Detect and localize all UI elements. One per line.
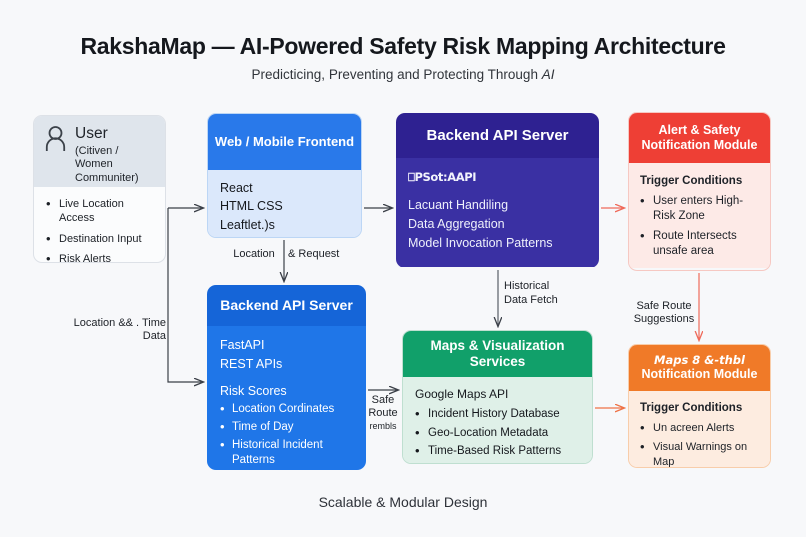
node-backend-api-top-glitch: ⎕PSot:AAPI [408, 170, 477, 184]
node-backend-api-top-title: Backend API Server [396, 113, 599, 158]
edge-label-location-time: Location && . Time [73, 317, 166, 329]
list-item: Time of Day [220, 419, 355, 436]
edge-label-location: Location [233, 248, 275, 260]
node-backend-api-top-line: Data Aggregation [408, 217, 505, 232]
node-alert-subhead: Trigger Conditions [640, 175, 743, 187]
list-item: Geo-Location Metadata [415, 425, 583, 442]
node-user[interactable]: User (Citiven / Women Communiter) Live L… [33, 115, 166, 263]
node-backend-api-bottom-line: REST APIs [220, 357, 283, 372]
node-alert-module[interactable]: Alert & Safety Notification Module Trigg… [628, 112, 771, 271]
node-map-notification-title-2: Notification Module [641, 367, 758, 382]
node-user-body: Live Location Access Destination Input R… [34, 187, 165, 262]
subtitle-text: Predicticing, Preventing and Protecting … [251, 67, 542, 82]
list-item: Un acreen Alerts [640, 420, 762, 437]
edge-label-route: Route [368, 407, 398, 419]
footer-caption: Scalable & Modular Design [318, 494, 488, 510]
node-frontend[interactable]: Web / Mobile Frontend React HTML CSS Lea… [207, 113, 362, 238]
edge-label-data-fetch: Data Fetch [504, 294, 558, 306]
node-frontend-line: React [220, 181, 253, 195]
node-map-notification-header: Maps 8 &-thbl Notification Module [629, 345, 770, 391]
node-backend-api-bottom-subhead: Risk Scores [220, 383, 287, 398]
list-item: Risk Alerts [46, 251, 157, 262]
list-item: Time-Based Risk Patterns [415, 443, 583, 460]
node-frontend-title: Web / Mobile Frontend [208, 114, 361, 170]
person-icon [45, 126, 66, 151]
node-backend-api-top-body: ⎕PSot:AAPI Lacuant Handiling Data Aggreg… [396, 158, 599, 267]
node-maps-services[interactable]: Maps & Visualization Services Google Map… [402, 330, 593, 464]
edge-label-safe: Safe [371, 394, 395, 406]
node-frontend-line: Leaftlet.)s [220, 217, 275, 232]
node-user-list: Live Location Access Destination Input R… [46, 196, 157, 262]
edge-label-historical: Historical [504, 280, 550, 292]
subtitle-italic: AI [541, 67, 555, 82]
node-user-header: User (Citiven / Women Communiter) [34, 116, 165, 187]
node-backend-api-bottom[interactable]: Backend API Server FastAPI REST APIs Ris… [207, 285, 366, 470]
node-map-notification-subhead: Trigger Conditions [640, 402, 743, 414]
node-alert-module-title: Alert & Safety Notification Module [629, 113, 770, 163]
node-backend-api-bottom-title: Backend API Server [207, 285, 366, 326]
node-user-sub1: (Citiven / [75, 144, 119, 157]
node-map-notification-module[interactable]: Maps 8 &-thbl Notification Module Trigge… [628, 344, 771, 468]
node-alert-module-body: Trigger Conditions User enters High-Risk… [629, 163, 770, 268]
edge-label-safe-route: Safe Route [636, 300, 692, 312]
node-user-sub2: Women [75, 158, 113, 171]
node-backend-api-top[interactable]: Backend API Server ⎕PSot:AAPI Lacuant Ha… [396, 113, 599, 268]
node-backend-api-bottom-line: FastAPI [220, 338, 265, 352]
edge-label-suggestions: Suggestions [633, 313, 695, 325]
list-item: Visual Warnings on Map [640, 439, 762, 467]
list-item: Incident History Database [415, 406, 583, 423]
node-backend-api-top-line: Lacuant Handiling [408, 197, 509, 212]
node-map-notification-title-1: Maps 8 &-thbl [654, 352, 745, 367]
node-map-notification-body: Trigger Conditions Un acreen Alerts Visu… [629, 391, 770, 467]
node-map-notification-list: Un acreen Alerts Visual Warnings on Map [640, 420, 762, 467]
node-backend-api-top-line: Model Invocation Patterns [408, 236, 553, 251]
node-backend-api-bottom-list: Location Cordinates Time of Day Historic… [220, 401, 355, 468]
node-maps-services-title: Maps & Visualization Services [403, 331, 592, 377]
edge-label-request: & Request [288, 248, 340, 260]
list-item: Location Cordinates [220, 401, 355, 418]
list-item: Destination Input [46, 231, 157, 248]
edge-user-to-backend [167, 208, 203, 382]
list-item: User enters High-Risk Zone [640, 193, 761, 224]
node-alert-list: User enters High-Risk Zone Route Interse… [640, 193, 761, 259]
node-user-title: User [75, 125, 108, 142]
page-subtitle: Predicticing, Preventing and Protecting … [0, 67, 806, 82]
node-backend-api-bottom-body: FastAPI REST APIs Risk Scores Location C… [207, 326, 366, 470]
node-frontend-line: HTML CSS [220, 199, 283, 214]
node-maps-list: Incident History Database Geo-Location M… [415, 406, 583, 461]
page-title: RakshaMap — AI-Powered Safety Risk Mappi… [80, 33, 726, 59]
list-item: Historical Incident Patterns [220, 437, 355, 468]
node-maps-lead: Google Maps API [415, 387, 509, 401]
node-user-sub3: Communiter) [75, 171, 139, 184]
edge-label-time-data: Data [142, 330, 166, 342]
node-frontend-body: React HTML CSS Leaftlet.)s [208, 170, 361, 237]
edge-label-route-glitch: rembls [369, 421, 397, 431]
node-maps-services-body: Google Maps API Incident History Databas… [403, 377, 592, 463]
list-item: Route Intersects unsafe area [640, 228, 761, 259]
list-item: Live Location Access [46, 196, 157, 226]
